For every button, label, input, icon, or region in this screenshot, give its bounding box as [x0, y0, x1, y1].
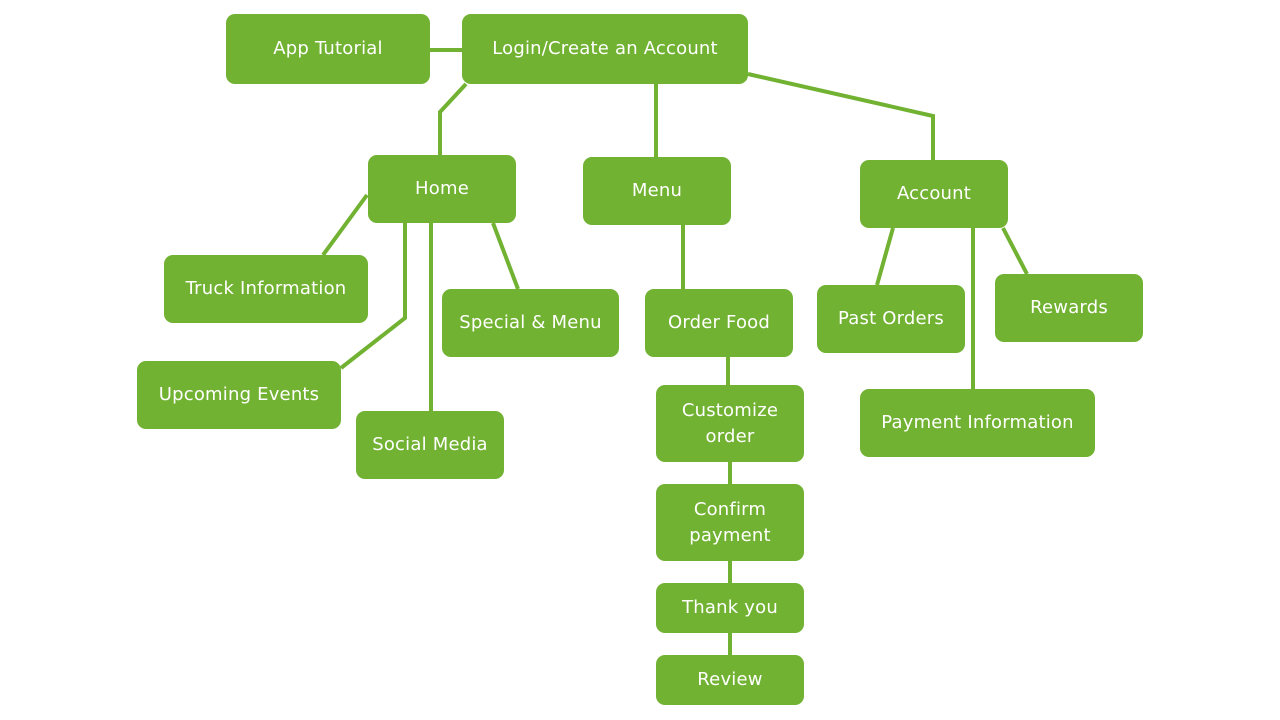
node-customize-order[interactable]: Customize order [656, 385, 804, 462]
node-label: App Tutorial [273, 38, 383, 60]
node-label-line-1: Customize [681, 400, 779, 422]
node-label-group: Confirm payment [689, 497, 771, 547]
node-label: Upcoming Events [158, 384, 320, 406]
node-label: Past Orders [838, 308, 944, 330]
edge-login-home [438, 82, 468, 155]
node-app-tutorial[interactable]: App Tutorial [226, 14, 430, 84]
edge-home-upcoming-events [339, 223, 407, 370]
node-account[interactable]: Account [860, 160, 1008, 228]
node-label-group: Customize order [682, 398, 778, 448]
node-label: Social Media [372, 434, 488, 456]
node-menu[interactable]: Menu [583, 157, 731, 225]
node-login-create-account[interactable]: Login/Create an Account [462, 14, 748, 84]
node-label: Home [415, 178, 469, 200]
node-label: Menu [631, 180, 683, 202]
edge-home-truck-information [321, 193, 369, 257]
edge-home-special-menu [491, 222, 520, 290]
node-label-line-2: order [705, 425, 755, 447]
node-upcoming-events[interactable]: Upcoming Events [137, 361, 341, 429]
node-label: Review [697, 669, 763, 691]
node-label-line-1: Confirm [693, 499, 767, 521]
node-review[interactable]: Review [656, 655, 804, 705]
node-special-menu[interactable]: Special & Menu [442, 289, 619, 357]
node-label: Login/Create an Account [492, 38, 718, 60]
node-thank-you[interactable]: Thank you [656, 583, 804, 633]
node-label: Order Food [667, 312, 771, 334]
node-payment-information[interactable]: Payment Information [860, 389, 1095, 457]
node-label: Payment Information [881, 412, 1074, 434]
node-label: Special & Menu [459, 312, 602, 334]
node-rewards[interactable]: Rewards [995, 274, 1143, 342]
node-order-food[interactable]: Order Food [645, 289, 793, 357]
node-confirm-payment[interactable]: Confirm payment [656, 484, 804, 561]
edge-account-past-orders [875, 227, 895, 286]
node-label-line-2: payment [689, 524, 771, 546]
node-label: Thank you [682, 597, 778, 619]
node-label: Rewards [1030, 297, 1108, 319]
node-label: Account [896, 183, 972, 205]
edge-account-rewards [1001, 227, 1029, 275]
node-social-media[interactable]: Social Media [356, 411, 504, 479]
edge-login-account [747, 72, 935, 160]
node-home[interactable]: Home [368, 155, 516, 223]
node-truck-information[interactable]: Truck Information [164, 255, 368, 323]
node-past-orders[interactable]: Past Orders [817, 285, 965, 353]
node-label: Truck Information [185, 278, 347, 300]
